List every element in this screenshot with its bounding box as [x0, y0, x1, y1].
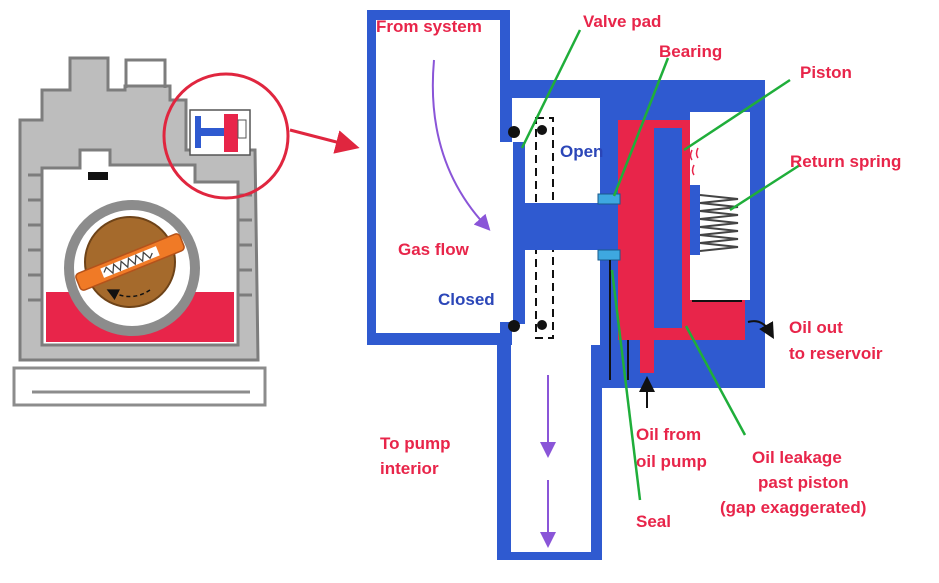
leader-bearing: [612, 57, 670, 197]
label-oil-leakage-2: past piston: [758, 473, 849, 492]
inlet-passage: [376, 20, 500, 333]
label-valve-pad: Valve pad: [583, 12, 662, 31]
mini-valve: [189, 109, 251, 156]
label-oil-out-1: Oil out: [789, 318, 843, 337]
exhaust-cap: [88, 172, 108, 180]
return-spring: [699, 194, 739, 252]
label-seal: Seal: [636, 512, 671, 531]
callout-circle: [162, 72, 290, 200]
gas-flow-arrow: [431, 59, 491, 231]
label-from-system: From system: [376, 17, 482, 36]
leader-oil-leakage: [684, 325, 747, 436]
bearing-bottom: [597, 249, 621, 261]
label-gas-flow: Gas flow: [398, 240, 469, 259]
seat-o-ring-bottom: [508, 320, 520, 332]
oil-feed-channel: [640, 338, 654, 373]
oil-out-arrow: [747, 320, 774, 339]
label-bearing: Bearing: [659, 42, 723, 61]
leader-return-spring: [729, 163, 801, 212]
label-oil-from-2: oil pump: [636, 452, 707, 471]
leader-valve-pad: [520, 29, 582, 149]
label-oil-out-2: to reservoir: [789, 344, 883, 363]
leader-piston: [683, 78, 791, 152]
label-oil-leakage-1: Oil leakage: [752, 448, 842, 467]
pump-base: [12, 366, 267, 407]
label-oil-from-1: Oil from: [636, 425, 702, 444]
label-return-spring: Return spring: [790, 152, 902, 171]
rotation-arrow: [106, 289, 151, 301]
leader-seal: [610, 269, 642, 501]
callout-arrow: [289, 128, 360, 154]
bearing-top: [597, 193, 621, 205]
label-open: Open: [560, 142, 604, 161]
pump-overview: [12, 56, 360, 407]
label-closed: Closed: [438, 290, 495, 309]
piston: [654, 128, 682, 328]
outlet-passage: [511, 345, 591, 552]
label-piston: Piston: [800, 63, 852, 82]
label-to-pump-1: To pump: [380, 434, 451, 453]
leader-lines: [520, 29, 801, 501]
label-oil-leakage-3: (gap exaggerated): [720, 498, 867, 517]
valve-detail: [367, 10, 801, 560]
vane-spring: [103, 250, 153, 275]
label-to-pump-2: interior: [380, 459, 439, 478]
seat-o-ring-top: [508, 126, 520, 138]
